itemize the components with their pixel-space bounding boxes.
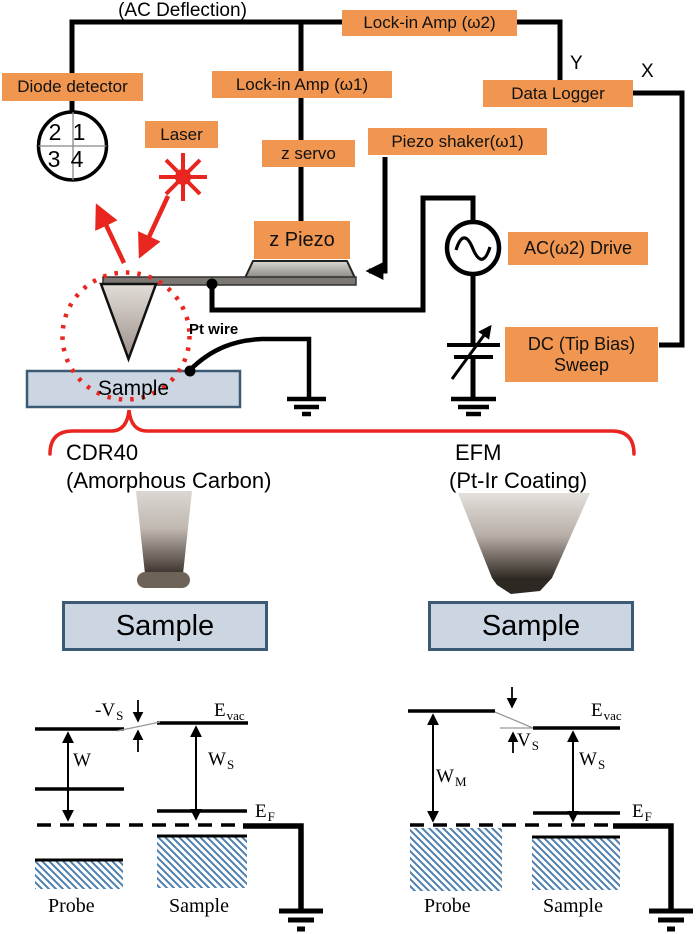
ac-drive-box: AC(ω2) Drive	[508, 232, 648, 265]
ground-symbol-pt-wire	[287, 396, 326, 417]
sample-label-right: Sample	[543, 895, 603, 917]
z-servo-box: z servo	[262, 140, 355, 167]
signal-wires	[69, 19, 685, 398]
evac-main-right: E	[591, 700, 603, 721]
evac-sub-right: vac	[603, 708, 622, 723]
pt-wire-path	[188, 336, 312, 398]
variable-dc-source-symbol	[447, 324, 500, 380]
tip-types-brace	[48, 409, 636, 456]
photodiode-quadrant-4: 4	[70, 146, 84, 172]
fermi-sub-right: F	[644, 809, 652, 824]
piezo-actuator-shape	[243, 260, 357, 279]
afm-tip-shape	[99, 282, 158, 363]
cantilever-bar	[102, 276, 357, 286]
bias-sub-left: S	[116, 708, 124, 723]
band-diagram-right	[408, 687, 693, 932]
diode-detector-box: Diode detector	[2, 73, 143, 101]
sample-junction-dot	[184, 365, 196, 377]
efm-tip-shape	[458, 493, 590, 594]
fermi-main-left: E	[255, 801, 267, 822]
work-sample-label-right: WS	[579, 749, 606, 772]
dc-sweep-line2: Sweep	[553, 354, 610, 375]
cdr40-tip-shape	[136, 491, 192, 588]
fermi-main-right: E	[632, 801, 644, 822]
fermi-label-left: EF	[255, 801, 275, 824]
cdr40-material: (Amorphous Carbon)	[66, 468, 272, 493]
photodiode-quadrant-2: 2	[48, 119, 62, 145]
evac-main-left: E	[214, 700, 226, 721]
ac-source-symbol	[444, 219, 502, 277]
ground-symbol-dc-source	[451, 396, 496, 417]
work-sample-main-right: W	[579, 749, 597, 770]
work-probe-label-right: WM	[436, 766, 467, 789]
lockin-amp-w1-box: Lock-in Amp (ω1)	[212, 71, 392, 98]
sample-box-cdr40: Sample	[62, 601, 268, 651]
efm-title: EFM	[455, 440, 502, 465]
evac-sub-left: vac	[226, 708, 245, 723]
work-sample-sub-right: S	[597, 757, 606, 772]
evac-label-left: Evac	[214, 700, 245, 723]
piezo-shaker-box: Piezo shaker(ω1)	[368, 128, 547, 155]
sample-label-schematic: Sample	[97, 376, 170, 400]
tip-zoom-dashed-circle	[60, 270, 192, 402]
data-logger-box: Data Logger	[483, 80, 633, 107]
evac-label-right: Evac	[591, 700, 622, 723]
bias-sub-right: S	[531, 738, 539, 753]
efm-material: (Pt-Ir Coating)	[449, 468, 588, 493]
incident-beam-arrow	[138, 195, 171, 259]
photodiode-quadrant-1: 1	[72, 119, 86, 145]
probe-label-left: Probe	[48, 895, 95, 917]
z-piezo-box: z Piezo	[254, 221, 350, 259]
work-probe-main-right: W	[436, 766, 454, 787]
work-sample-main-left: W	[208, 749, 226, 770]
reflected-beam-arrow	[95, 203, 127, 264]
bias-main-left: -V	[95, 700, 116, 721]
work-probe-sub-right: M	[454, 774, 467, 789]
piezo-shaker-drive-arrow	[365, 157, 388, 280]
dc-sweep-line1: DC (Tip Bias)	[527, 333, 636, 354]
y-axis-wire-label: Y	[570, 53, 583, 74]
work-probe-main-left: W	[73, 750, 91, 771]
probe-label-right: Probe	[424, 895, 471, 917]
cantilever-junction-dot	[206, 278, 218, 290]
band-diagram-left	[35, 700, 323, 932]
laser-star-icon	[159, 153, 207, 201]
work-probe-label-left: W	[73, 751, 92, 771]
lockin-amp-w2-box: Lock-in Amp (ω2)	[342, 10, 517, 36]
sample-box-efm: Sample	[428, 601, 634, 651]
work-sample-sub-left: S	[226, 757, 235, 772]
fermi-sub-left: F	[267, 809, 275, 824]
bias-label-right: VS	[517, 730, 539, 753]
laser-box: Laser	[145, 121, 218, 148]
bias-label-left: -VS	[95, 700, 124, 723]
ac-deflection-label: (AC Deflection)	[118, 0, 247, 21]
photodiode-quadrant-3: 3	[47, 146, 61, 172]
bias-main-right: V	[517, 730, 531, 751]
quadrant-photodiode-icon	[36, 110, 109, 182]
x-axis-wire-label: X	[641, 61, 654, 82]
dc-sweep-box: DC (Tip Bias) Sweep	[505, 327, 658, 382]
sample-label-left: Sample	[169, 895, 229, 917]
cdr40-title: CDR40	[66, 440, 139, 465]
work-sample-label-left: WS	[208, 749, 235, 772]
pt-wire-label: Pt wire	[189, 321, 239, 338]
fermi-label-right: EF	[632, 801, 652, 824]
